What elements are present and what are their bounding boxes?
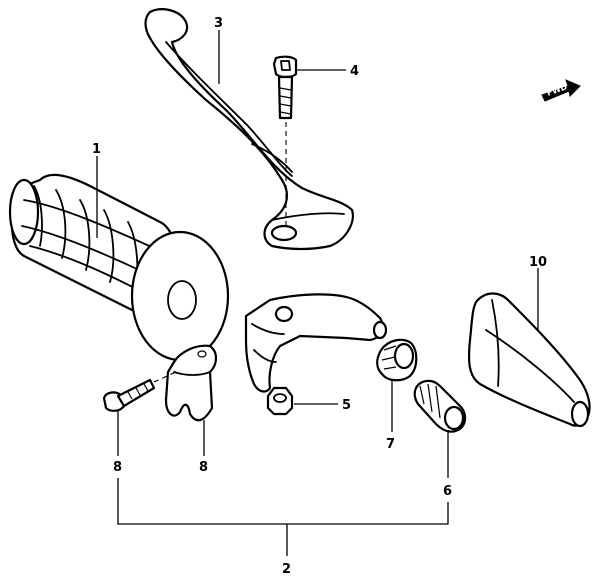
lever-bolt: [272, 55, 298, 226]
hex-nut: [266, 386, 294, 416]
callout-3: 3: [214, 16, 223, 31]
callout-10: 10: [529, 255, 547, 270]
lever-bracket: [244, 293, 388, 393]
handlebar-grip: [8, 173, 230, 362]
lever-cover: [467, 292, 591, 428]
callout-1: 1: [92, 142, 101, 157]
clamp-screw: [102, 371, 177, 412]
brake-lever: [144, 8, 354, 251]
lever-clamp: [164, 344, 218, 422]
callout-5: 5: [342, 398, 351, 413]
callout-8-screw: 8: [113, 460, 122, 475]
callout-8-clamp: 8: [199, 460, 208, 475]
leader-lines: [96, 30, 539, 556]
callout-6: 6: [443, 484, 452, 499]
adjuster-bolt: [413, 379, 467, 433]
callout-numbers: 1 3 4 5 7 6 10 8 8 2: [92, 16, 547, 577]
adjuster-nut: [376, 338, 418, 382]
callout-2: 2: [282, 562, 291, 577]
callout-7: 7: [386, 437, 395, 452]
fwd-arrow-icon: FWD: [541, 79, 581, 102]
callout-4: 4: [350, 64, 359, 79]
